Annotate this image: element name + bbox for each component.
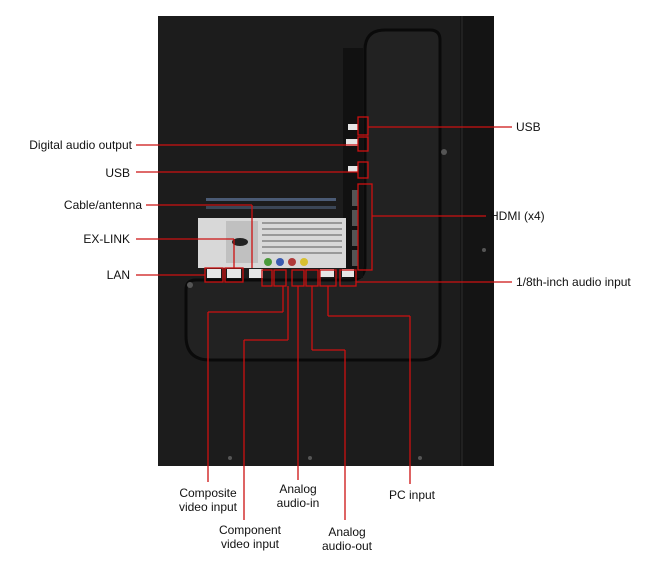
port-composite bbox=[300, 258, 308, 266]
label-lan: LAN bbox=[106, 268, 130, 282]
label-ex-link: EX-LINK bbox=[83, 232, 130, 246]
screw-icon bbox=[228, 456, 232, 460]
callout-box-component bbox=[273, 269, 287, 287]
side-hdmi-2 bbox=[352, 210, 358, 226]
port-component-pb bbox=[276, 258, 284, 266]
port-component-y bbox=[264, 258, 272, 266]
callout-box-audio-in-18 bbox=[339, 269, 357, 287]
callout-box-usb-top bbox=[357, 116, 369, 136]
bottom-port-lan bbox=[207, 269, 221, 278]
side-hdmi-1 bbox=[352, 190, 358, 206]
spec-sticker bbox=[198, 218, 346, 268]
side-port-optical bbox=[346, 139, 358, 146]
label-audio-input-18: 1/8th-inch audio input bbox=[516, 275, 631, 289]
callouts bbox=[136, 116, 512, 520]
label-hdmi: HDMI (x4) bbox=[490, 209, 545, 223]
label-pc-input: PC input bbox=[388, 488, 436, 502]
screw-icon bbox=[418, 456, 422, 460]
label-composite-video-input: Composite video input bbox=[178, 486, 238, 514]
label-analog-audio-in: Analog audio-in bbox=[276, 482, 320, 510]
sticker-logo-icon bbox=[232, 238, 248, 246]
label-usb-left: USB bbox=[105, 166, 130, 180]
bottom-port-audio-in bbox=[342, 269, 354, 277]
callout-box-digital-audio bbox=[357, 136, 369, 152]
port-component-pr bbox=[288, 258, 296, 266]
side-hdmi-3 bbox=[352, 230, 358, 246]
side-port-usb-top bbox=[348, 124, 358, 130]
label-digital-audio-output: Digital audio output bbox=[29, 138, 132, 152]
screw-icon bbox=[482, 248, 486, 252]
panel-recess-outline bbox=[184, 28, 442, 362]
bottom-port-exlink bbox=[227, 269, 241, 278]
screw-icon bbox=[441, 149, 447, 155]
callout-box-hdmi bbox=[357, 183, 373, 271]
label-component-video-input: Component video input bbox=[218, 523, 282, 551]
screw-icon bbox=[187, 282, 193, 288]
callout-box-usb-left bbox=[357, 161, 369, 179]
side-hdmi-4 bbox=[352, 250, 358, 266]
vent-dots bbox=[206, 198, 336, 209]
bottom-port-pc bbox=[320, 269, 334, 277]
callout-box-composite bbox=[261, 269, 273, 287]
bottom-port-antenna bbox=[249, 269, 263, 278]
screw-icon bbox=[308, 456, 312, 460]
callout-box-exlink bbox=[224, 267, 244, 283]
label-cable-antenna: Cable/antenna bbox=[63, 198, 142, 212]
side-port-usb-lower bbox=[348, 166, 358, 172]
label-usb-top: USB bbox=[516, 120, 541, 134]
panel-edge-strip bbox=[460, 16, 494, 466]
label-analog-audio-out: Analog audio-out bbox=[321, 525, 373, 553]
